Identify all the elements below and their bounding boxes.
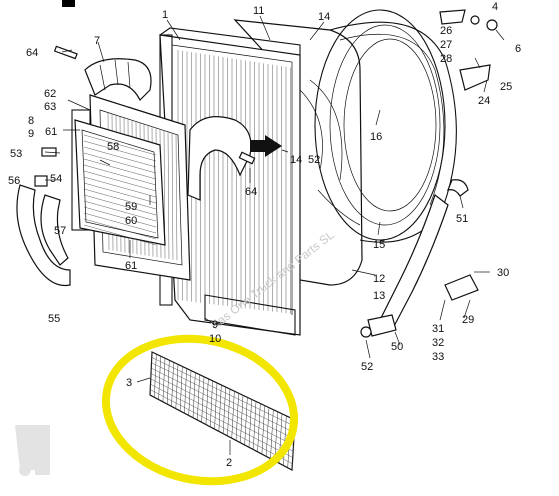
label-25: 25	[500, 81, 512, 93]
label-11: 11	[253, 5, 264, 17]
nut-52	[360, 326, 372, 338]
label-24: 24	[478, 95, 490, 107]
clamp-56	[34, 175, 48, 187]
label-58: 58	[107, 141, 119, 153]
label-12: 12	[373, 273, 385, 285]
label-55: 55	[48, 313, 60, 325]
part-labels: 1 4 6 7 8 9 11 14 15 16 12 13 26 27 28 2…	[8, 1, 521, 469]
label-3: 3	[126, 377, 132, 389]
hatch-line	[83, 146, 157, 168]
label-54: 54	[50, 173, 62, 185]
label-27: 27	[440, 39, 452, 51]
hose-charge-air	[187, 116, 252, 201]
label-57: 57	[54, 225, 66, 237]
label-64-center: 64	[245, 186, 257, 198]
label-29: 29	[462, 314, 474, 326]
hose-55	[16, 184, 71, 287]
hose-50	[379, 194, 449, 331]
watermark-logo	[15, 425, 50, 476]
bolt-64-center	[238, 151, 256, 165]
label-59: 59	[125, 201, 137, 213]
label-26: 26	[440, 25, 452, 37]
label-9-lower: 9	[212, 319, 218, 331]
bracket-29	[444, 274, 479, 301]
label-52-lower: 52	[361, 361, 373, 373]
label-61-lower: 61	[125, 260, 137, 272]
hatch-line	[83, 218, 157, 240]
label-14: 14	[318, 11, 330, 23]
label-9: 9	[28, 128, 34, 140]
highlight-ring	[101, 334, 299, 486]
hatch-line	[83, 182, 157, 204]
label-1: 1	[162, 9, 168, 21]
hatch-line	[151, 367, 294, 439]
label-31: 31	[432, 323, 444, 335]
hatch-line	[83, 158, 157, 180]
hatch-line	[150, 389, 293, 464]
hatch-line	[150, 384, 293, 458]
corner-marker	[62, 0, 75, 7]
hatch-line	[83, 212, 157, 234]
label-2: 2	[226, 457, 232, 469]
label-13: 13	[373, 290, 385, 302]
hatch-line	[151, 362, 295, 433]
label-4: 4	[492, 1, 498, 13]
direction-arrow	[250, 135, 282, 157]
filter-screen	[149, 351, 296, 471]
hatch-line	[150, 378, 294, 452]
label-33: 33	[432, 351, 444, 363]
bolt-6	[486, 19, 498, 31]
bolt-64	[53, 45, 78, 60]
label-15: 15	[373, 239, 385, 251]
hatch-line	[171, 133, 174, 260]
hatch-line	[175, 135, 178, 261]
label-28: 28	[440, 53, 452, 65]
hatch-line	[83, 134, 157, 156]
hatch-line	[83, 170, 157, 192]
clamp-51	[446, 179, 469, 197]
label-52-upper: 52	[308, 154, 320, 166]
fan-ring-details	[299, 79, 361, 226]
hatch-line	[83, 164, 157, 186]
screw-4	[470, 15, 480, 25]
label-10: 10	[209, 333, 221, 345]
label-64-left: 64	[26, 47, 38, 59]
bracket-26	[439, 9, 466, 25]
hatch-line	[83, 200, 157, 222]
label-7: 7	[94, 35, 100, 47]
hatch-line	[151, 357, 295, 427]
label-63: 63	[44, 101, 56, 113]
label-53: 53	[10, 148, 22, 160]
bracket-24	[459, 64, 491, 91]
label-51: 51	[456, 213, 468, 225]
label-8: 8	[28, 115, 34, 127]
label-60: 60	[125, 215, 137, 227]
label-50: 50	[391, 341, 403, 353]
label-32: 32	[432, 337, 444, 349]
hose-7	[84, 58, 152, 102]
label-14-lower: 14	[290, 154, 302, 166]
condenser	[74, 119, 166, 246]
label-6: 6	[515, 43, 521, 55]
hose-clamp-52	[367, 314, 397, 337]
hatch-line	[83, 176, 157, 198]
label-61-left: 61	[45, 126, 57, 138]
label-16: 16	[370, 131, 382, 143]
leader-lines	[44, 15, 505, 455]
hose-57	[40, 194, 69, 266]
hatch-line	[83, 194, 157, 216]
label-56: 56	[8, 175, 20, 187]
hatch-line	[83, 206, 157, 228]
hatch-line	[167, 132, 170, 260]
hatch-line	[83, 152, 157, 174]
hatch-line	[150, 373, 294, 446]
hatch-line	[83, 224, 157, 246]
hatch-line	[83, 188, 157, 210]
label-62: 62	[44, 88, 56, 100]
label-30: 30	[497, 267, 509, 279]
hatch-line	[83, 140, 157, 162]
